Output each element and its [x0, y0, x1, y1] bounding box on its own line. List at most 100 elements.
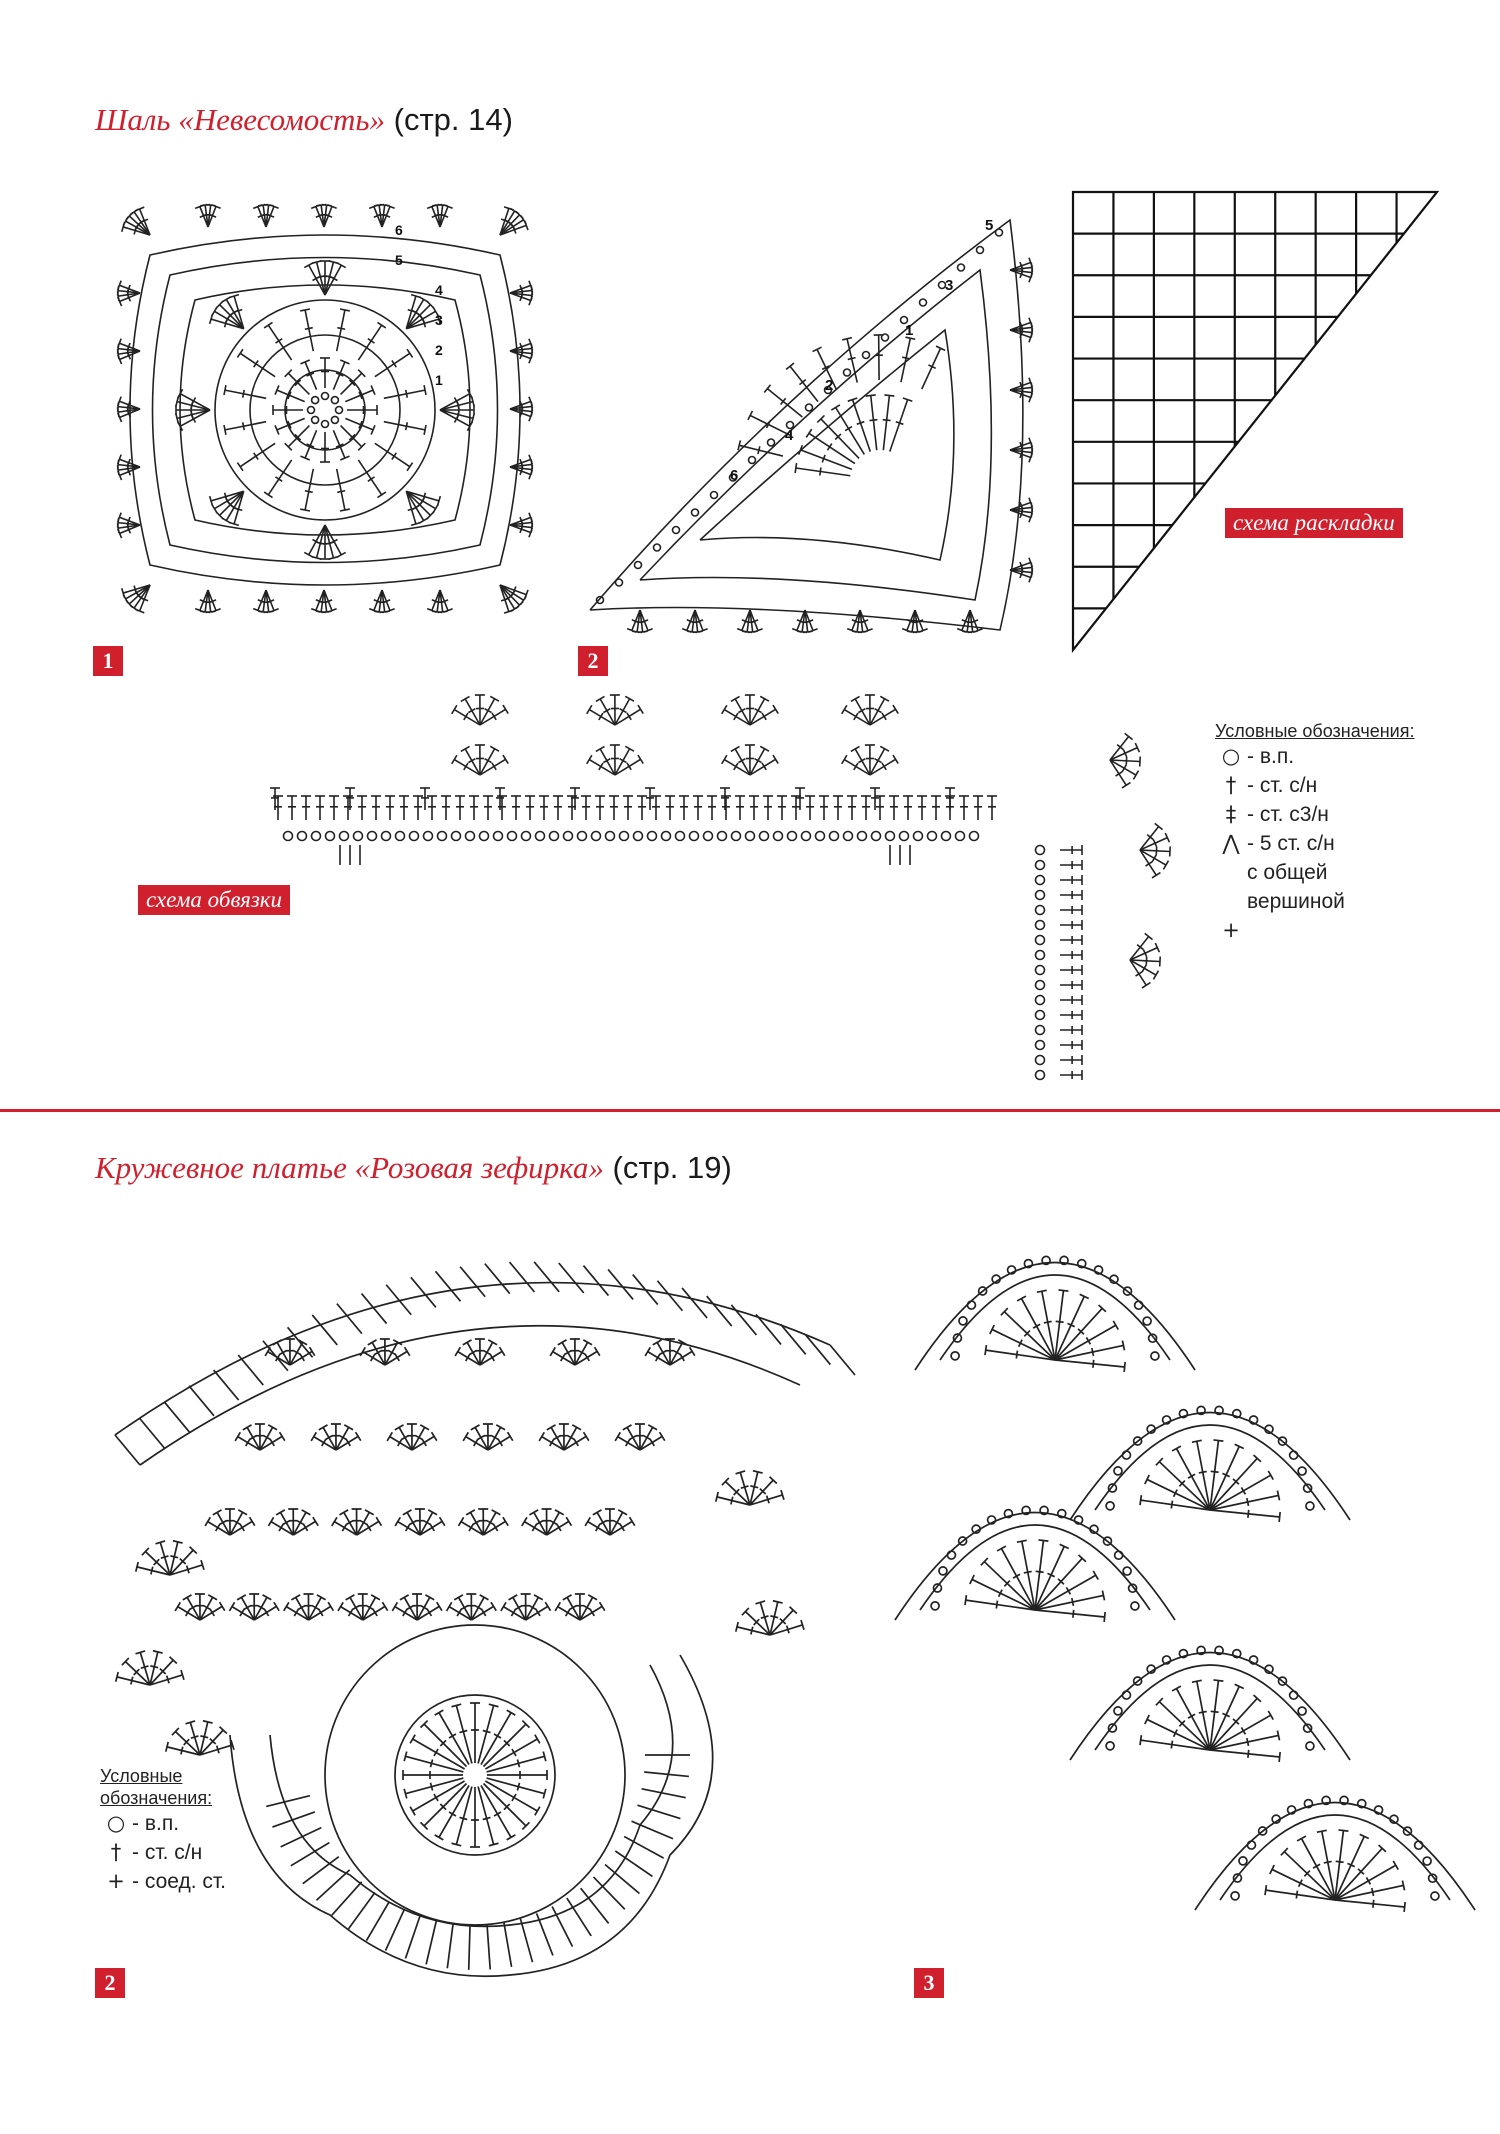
- dc-stitch-mark: [262, 205, 267, 228]
- dc-stitch-mark: [654, 1353, 661, 1362]
- dc-stitch-mark: [306, 443, 315, 448]
- yoke-stitch: [755, 1313, 782, 1345]
- dc-stitch-mark: [403, 1346, 411, 1357]
- dc-stitch-mark: [133, 584, 151, 609]
- dc-stitch-mark: [499, 210, 516, 236]
- section-divider: [0, 1109, 1500, 1112]
- dc-stitch-mark: [488, 1842, 499, 1847]
- dc-stitch-mark: [679, 1353, 686, 1362]
- dc-stitch-mark: [1334, 1884, 1404, 1901]
- dc-stitch-mark: [410, 521, 421, 527]
- dc-stitch-mark: [816, 414, 826, 423]
- chain-stitch-mark: [688, 830, 700, 842]
- dc-stitch-mark: [391, 452, 397, 460]
- dc-stitch-mark: [365, 1604, 374, 1611]
- dc-stitch-mark: [626, 712, 632, 721]
- dc-stitch-mark: [405, 299, 425, 330]
- dc-stitch-mark: [460, 1520, 484, 1536]
- dc-stitch-mark: [1145, 861, 1153, 867]
- dc-stitch-mark: [124, 1660, 151, 1686]
- dc-stitch-mark: [429, 1523, 436, 1532]
- dc-stitch-mark: [397, 1520, 421, 1536]
- dc-stitch-mark: [482, 1723, 527, 1768]
- dc-stitch-mark: [373, 206, 383, 228]
- dc-stitch-mark: [1209, 1686, 1241, 1751]
- dc-stitch-mark: [524, 1596, 540, 1621]
- dc-stitch-mark: [546, 1424, 556, 1431]
- dc-stitch-mark: [215, 1745, 220, 1754]
- dc-stitch-mark: [119, 292, 141, 303]
- dc-stitch-mark: [492, 1523, 499, 1532]
- chain-stitch-mark: [1238, 1856, 1248, 1866]
- dc-stitch-mark: [851, 619, 860, 624]
- dc-stitch-mark: [394, 1353, 401, 1362]
- dc-stitch-mark: [656, 1341, 671, 1366]
- dc-stitch-mark: [211, 306, 218, 317]
- dc-stitch-mark: [779, 397, 787, 406]
- chain-stitch-mark: [1288, 1450, 1299, 1461]
- dc-stitch-mark: [511, 1793, 517, 1802]
- legend-row-cluster: ⋀- 5 ст. с/н: [1215, 829, 1414, 858]
- dc-stitch-mark: [649, 1438, 656, 1447]
- chain-stitch-mark: [1147, 1333, 1158, 1344]
- chain-stitch-mark: [646, 830, 658, 842]
- dc-stitch-mark: [477, 1786, 495, 1845]
- dc-stitch-mark: [150, 1665, 159, 1669]
- dc-stitch-mark: [119, 284, 141, 294]
- dc-stitch-mark: [479, 758, 506, 776]
- dc-stitch-mark: [406, 490, 440, 502]
- dc-stitch-mark: [639, 609, 649, 631]
- dc-stitch-mark: [228, 1601, 236, 1612]
- chain-stitch-mark: [1034, 859, 1046, 871]
- dc-stitch-mark: [569, 1604, 577, 1611]
- ring-stroke: [214, 299, 436, 521]
- yoke-stitch: [558, 1262, 585, 1294]
- dc-stitch-mark: [189, 1604, 197, 1611]
- dc-stitch-mark: [423, 424, 427, 435]
- hem-stitch: [446, 1923, 454, 1969]
- dc-stitch-mark: [509, 458, 531, 468]
- chain-stitch-mark: [1373, 1805, 1384, 1815]
- dc-stitch-mark: [229, 1511, 244, 1536]
- dc-stitch-mark: [644, 1346, 652, 1357]
- dc-stitch-mark: [989, 1324, 995, 1335]
- dc-stitch-mark: [1162, 860, 1170, 870]
- chain-stitch-mark: [320, 391, 330, 401]
- dc-stitch-mark: [439, 1739, 447, 1747]
- chain-stitch-mark: [1107, 1723, 1118, 1733]
- hem-stitch: [644, 1771, 690, 1778]
- triangle-inner: [699, 328, 955, 561]
- chain-stitch-mark: [1056, 1508, 1067, 1519]
- dc-stitch-mark: [484, 757, 492, 764]
- dc-stitch-mark: [486, 1777, 545, 1795]
- dc-stitch-mark: [1170, 1500, 1174, 1509]
- dc-stitch-mark: [263, 321, 273, 329]
- dc-stitch-mark: [439, 392, 471, 411]
- dc-stitch-mark: [479, 698, 496, 726]
- dc-stitch-mark: [418, 296, 429, 303]
- dc-stitch-mark: [370, 424, 376, 435]
- chain-stitch-mark: [1277, 1436, 1288, 1446]
- dc-stitch-mark: [1040, 1291, 1056, 1361]
- dc-stitch-mark: [489, 1353, 496, 1362]
- dress-shell-diagram: [894, 1255, 1476, 1913]
- dc-stitch-mark: [119, 458, 141, 468]
- dc-stitch-mark: [509, 524, 532, 529]
- shell-arc: [894, 1511, 1176, 1621]
- dc-stitch-mark: [358, 391, 363, 400]
- dc-stitch-mark: [367, 338, 375, 344]
- dc-stitch-mark: [320, 1438, 327, 1447]
- dc-stitch-mark: [746, 609, 751, 632]
- dc-stitch-mark: [629, 1434, 637, 1441]
- dc-stitch-mark: [749, 1494, 783, 1506]
- dress-legend-row-dc: †- ст. с/н: [100, 1838, 226, 1867]
- chain-stitch-mark: [1302, 1483, 1313, 1494]
- dc-stitch-mark: [1009, 321, 1031, 331]
- chain-stitch-mark: [1305, 1501, 1315, 1511]
- hem-stitch: [425, 1920, 438, 1965]
- dc-stitch-mark: [423, 1723, 468, 1768]
- row-number: 2: [435, 342, 443, 358]
- dc-stitch-mark: [1009, 386, 1032, 391]
- dc-stitch-mark: [469, 1511, 485, 1536]
- dc-stitch-mark: [614, 748, 631, 776]
